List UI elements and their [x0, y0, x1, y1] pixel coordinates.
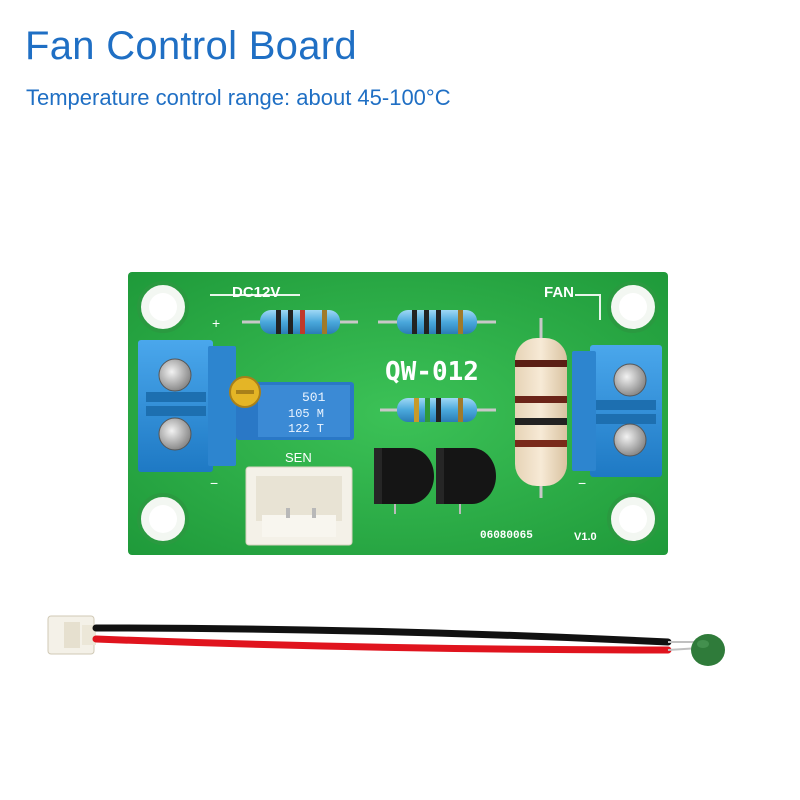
sensor-label: SEN [285, 450, 312, 465]
mounting-hole-br [607, 493, 659, 545]
silkscreen-minus-left: − [210, 475, 218, 491]
terminal-block-fan [572, 345, 662, 477]
page-title: Fan Control Board [25, 24, 357, 68]
silkscreen-fan: FAN [544, 284, 574, 301]
terminal-block-power [138, 340, 236, 472]
resistor-2 [378, 310, 496, 334]
screw-icon [613, 423, 647, 457]
power-resistor [515, 318, 567, 498]
transistor-1 [374, 448, 434, 514]
silkscreen-minus-right: − [578, 475, 586, 491]
trimmer-code-1: 501 [302, 390, 326, 405]
mounting-hole-bl [137, 493, 189, 545]
resistor-3 [380, 398, 496, 422]
mounting-hole-tr [607, 281, 659, 333]
page-subtitle: Temperature control range: about 45-100°… [26, 85, 451, 110]
sensor-connector: SEN [245, 450, 353, 546]
silkscreen-model: QW-012 [385, 357, 479, 387]
screw-icon [158, 358, 192, 392]
trimmer-potentiometer: 501 105 M 122 T [229, 376, 354, 440]
silkscreen-dc12v: DC12V [232, 284, 280, 301]
trimmer-code-2: 105 M [288, 407, 324, 421]
silkscreen-plus-left: + [212, 315, 220, 331]
thermistor-bead [691, 634, 725, 666]
screw-icon [613, 363, 647, 397]
silkscreen-version: V1.0 [574, 531, 597, 543]
thermistor-cable [47, 615, 725, 666]
mounting-hole-tl [137, 281, 189, 333]
resistor-1 [242, 310, 358, 334]
screw-icon [158, 417, 192, 451]
silkscreen-serial: 06080065 [480, 530, 533, 542]
transistor-2 [436, 448, 496, 514]
trimmer-code-3: 122 T [288, 422, 324, 436]
